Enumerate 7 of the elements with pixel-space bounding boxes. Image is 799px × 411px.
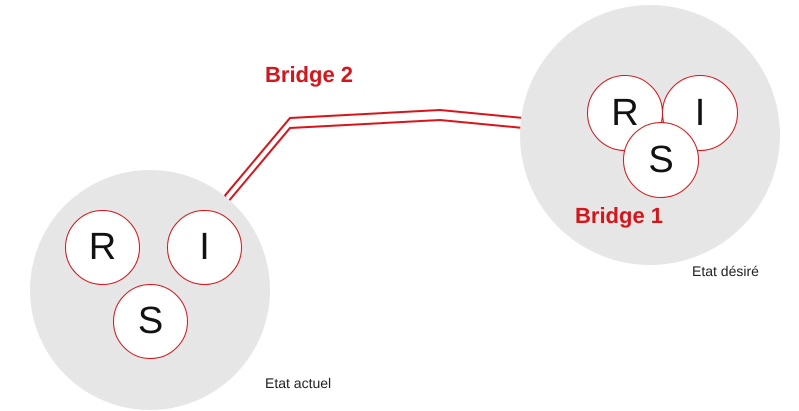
state-caption: Etat actuel	[265, 375, 332, 391]
state-caption: Etat désiré	[692, 263, 759, 279]
letter-circle: I	[167, 210, 242, 285]
letter-circle: R	[65, 210, 140, 285]
letter-circle: S	[113, 284, 188, 359]
edge-label: Bridge 2	[265, 62, 354, 88]
bridge-label: Bridge 1	[575, 203, 664, 229]
